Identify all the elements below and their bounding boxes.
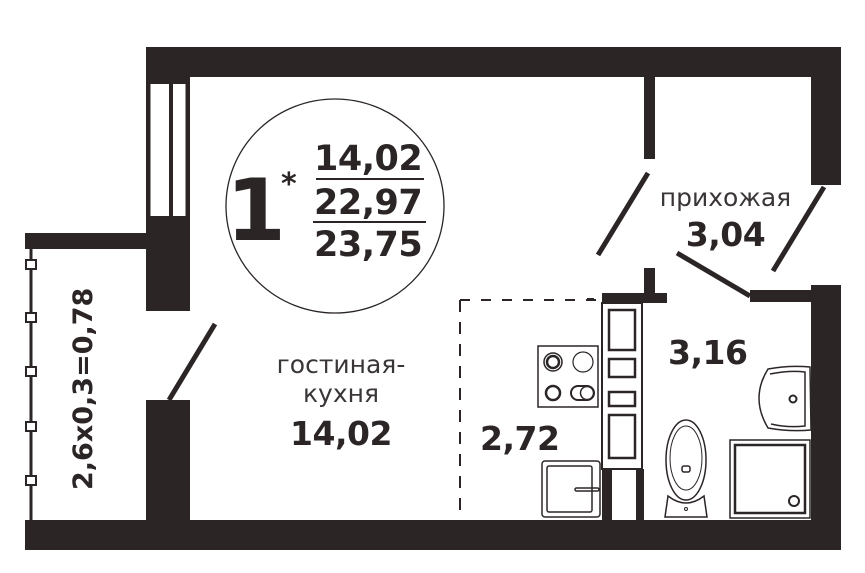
sink-icon [541,460,601,518]
left-wall-mid [146,217,190,311]
right-wall-lower [811,285,841,550]
badge-living-area: 14,02 [314,139,423,179]
left-wall-top [146,47,190,83]
left-wall-bottom [146,400,190,550]
washbasin-icon [758,365,812,432]
balcony-door [166,322,218,402]
kitchen-cabinet-icon [601,302,644,520]
bathroom-door [675,250,752,299]
stove-icon [537,345,599,408]
badge-total-area: 22,97 [314,183,423,223]
hallway-area: 3,04 [685,215,766,254]
top-wall [146,47,825,77]
kitchen-zone-area: 2,72 [480,419,560,458]
badge-marker: * [281,167,297,202]
balcony-label: 2,6x0,3=0,78 [68,287,99,490]
toilet-icon [664,419,708,518]
balcony-railing [25,249,37,520]
shower-tray-icon [729,439,811,519]
wall-stub [644,268,655,300]
hallway-door-left [595,171,651,257]
kitchen-column-top [602,293,667,303]
right-wall-upper [811,47,841,185]
living-kitchen-name-line2: кухня [302,379,380,408]
living-kitchen-name-line1: гостиная- [276,350,406,379]
balcony-top-wall [25,233,146,249]
entrance-door [770,185,827,273]
badge-room-count: 1 [226,161,286,261]
bathroom-top-wall [750,290,825,302]
hallway-partition [644,47,655,159]
apartment-badge-circle [225,98,445,314]
badge-total-with-balcony: 23,75 [314,225,423,265]
hallway-name: прихожая [659,183,792,212]
bathroom-area: 3,16 [668,333,748,372]
living-kitchen-area: 14,02 [290,414,392,453]
window-icon [146,82,190,218]
